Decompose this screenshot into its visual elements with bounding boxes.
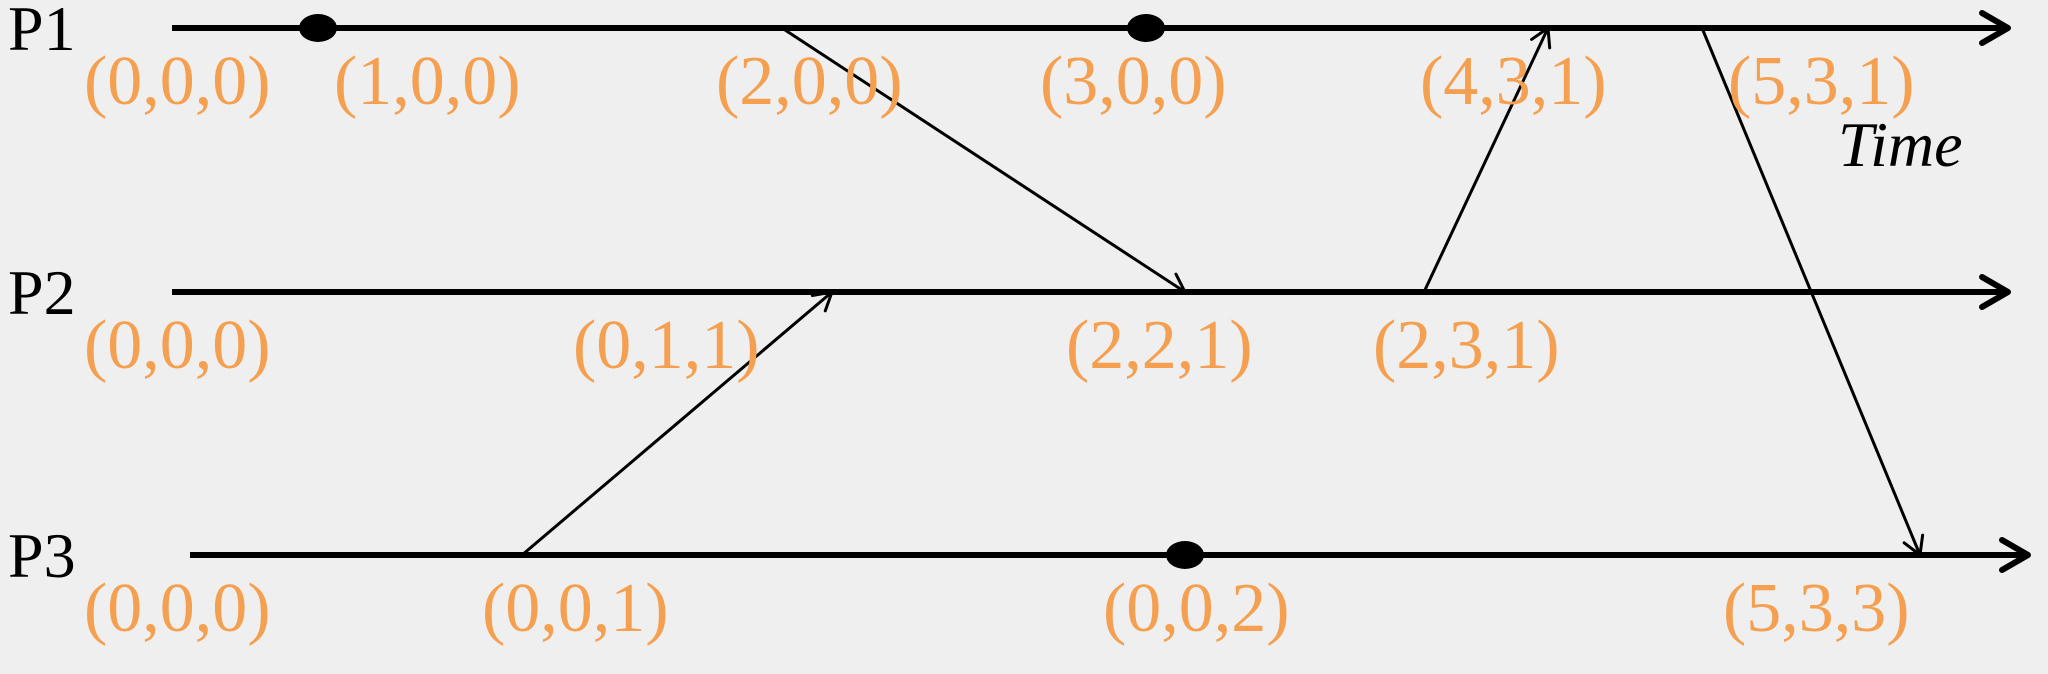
vector-clock-p2-0: (0,0,0) — [84, 307, 271, 384]
vector-clock-p3-2: (0,0,2) — [1103, 570, 1290, 647]
process-label-p1: P1 — [8, 0, 76, 64]
message-p1-to-p3-arrowhead — [1902, 533, 1925, 557]
message-p2-to-p1 — [1422, 27, 1550, 293]
vector-clock-p3-0: (0,0,0) — [84, 570, 271, 647]
vector-clock-p1-4: (4,3,1) — [1420, 43, 1607, 120]
message-p1-to-p3 — [1700, 27, 1922, 556]
vector-clock-p1-3: (3,0,0) — [1040, 43, 1227, 120]
vector-clock-p1-5: (5,3,1) — [1728, 43, 1915, 120]
timeline-arrowhead-p1 — [1979, 10, 2011, 46]
time-axis-label: Time — [1838, 109, 1962, 180]
vector-clock-p3-1: (0,0,1) — [482, 570, 669, 647]
event-dots-layer — [299, 14, 1204, 569]
vector-clock-p2-3: (2,3,1) — [1373, 307, 1560, 384]
event-dot-p3-2 — [1166, 541, 1204, 569]
process-label-p3: P3 — [8, 520, 76, 591]
messages-layer — [521, 26, 1925, 557]
timeline-arrowhead-p3 — [1999, 537, 2031, 573]
message-p3-to-p2 — [521, 290, 833, 557]
vector-clock-p2-1: (0,1,1) — [573, 307, 760, 384]
message-p1-to-p2-arrowhead — [1163, 272, 1187, 294]
message-p2-to-p1-arrowhead — [1530, 26, 1552, 50]
timeline-arrowhead-p2 — [1979, 274, 2011, 310]
vector-clock-p2-2: (2,2,1) — [1066, 307, 1253, 384]
process-label-p2: P2 — [8, 257, 76, 328]
event-dot-p1-1 — [299, 14, 337, 42]
message-p1-to-p2 — [781, 26, 1186, 294]
vector-clock-p1-1: (1,0,0) — [334, 43, 521, 120]
vector-clock-p3-3: (5,3,3) — [1723, 570, 1910, 647]
vector-clock-p1-0: (0,0,0) — [84, 43, 271, 120]
message-p3-to-p2-arrowhead — [810, 290, 834, 313]
vector-clock-p1-2: (2,0,0) — [716, 43, 903, 120]
event-dot-p1-3 — [1127, 14, 1165, 42]
labels-layer: P1(0,0,0)(1,0,0)(2,0,0)(3,0,0)(4,3,1)(5,… — [8, 0, 1915, 647]
